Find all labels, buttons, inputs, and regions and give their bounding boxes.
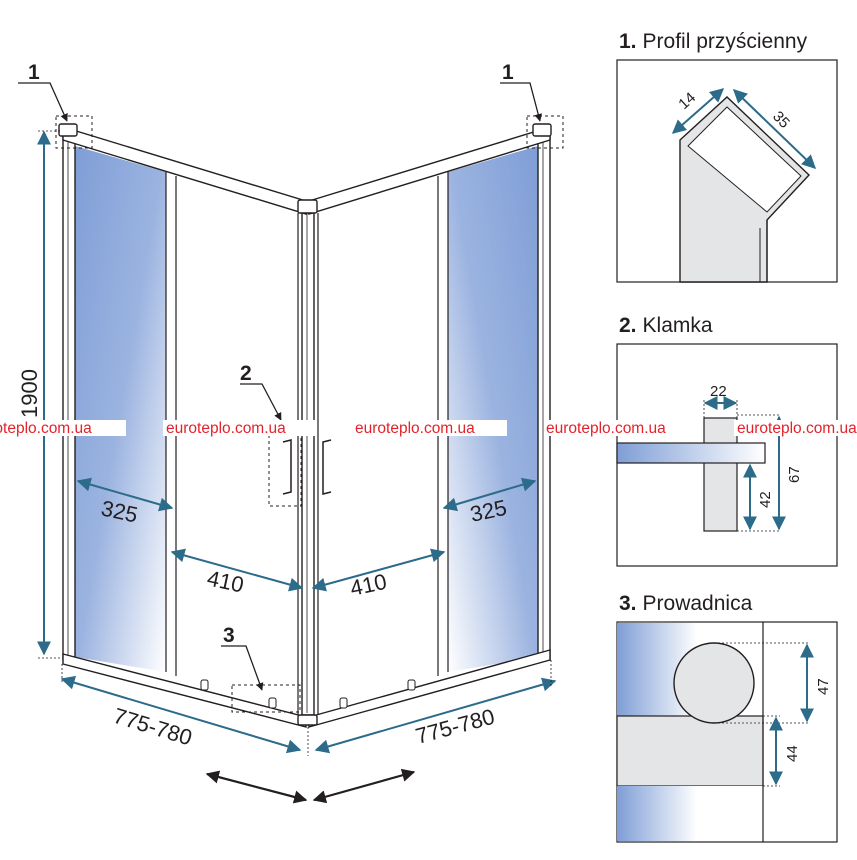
- detail-2-title: 2.Klamka: [619, 314, 713, 337]
- watermark: euroteplo.com.ua: [166, 420, 286, 437]
- door-handles: [282, 439, 332, 495]
- left-fixed-glass: [75, 146, 166, 672]
- watermark: euroteplo.com.ua: [737, 420, 857, 437]
- detail-2-dim-67: 67: [786, 466, 803, 483]
- bottom-rail-right: [308, 649, 551, 728]
- watermark: euroteplo.com.ua: [355, 420, 475, 437]
- callout-1-left: 1: [28, 61, 40, 84]
- callout-3: 3: [223, 624, 235, 647]
- watermark: euroteplo.com.ua: [546, 420, 666, 437]
- watermark: euroteplo.com.ua: [0, 420, 92, 437]
- callout-2: 2: [240, 362, 252, 385]
- detail-2-handle: 2.Klamka 22 42 67: [616, 314, 838, 567]
- door-right-dim: 410: [348, 569, 389, 601]
- detail-3-dim-47: 47: [815, 678, 832, 695]
- base-left-dim: 775-780: [111, 703, 196, 751]
- callout-1-right: 1: [502, 61, 514, 84]
- detail-2-dim-22: 22: [710, 383, 727, 400]
- right-fixed-glass: [448, 146, 538, 672]
- right-wall-profile: [537, 129, 551, 661]
- main-enclosure: 1 1 2 3 1900 325 325 410 410 775-780: [17, 61, 564, 804]
- left-wall-profile: [62, 129, 76, 661]
- corner-post: [301, 209, 315, 716]
- height-dimension-label: 1900: [17, 369, 42, 418]
- detail-2-dim-42: 42: [757, 491, 774, 508]
- detail-1-title: 1.Profil przyścienny: [619, 30, 808, 53]
- detail-3-dim-44: 44: [784, 745, 801, 762]
- detail-1-wall-profile: 1.Profil przyścienny 14 35: [616, 30, 838, 283]
- watermark-strip: euroteplo.com.ua euroteplo.com.ua eurote…: [0, 420, 857, 437]
- detail-3-guide: 3.Prowadnica 47 44: [616, 592, 838, 843]
- detail-3-title: 3.Prowadnica: [619, 592, 753, 615]
